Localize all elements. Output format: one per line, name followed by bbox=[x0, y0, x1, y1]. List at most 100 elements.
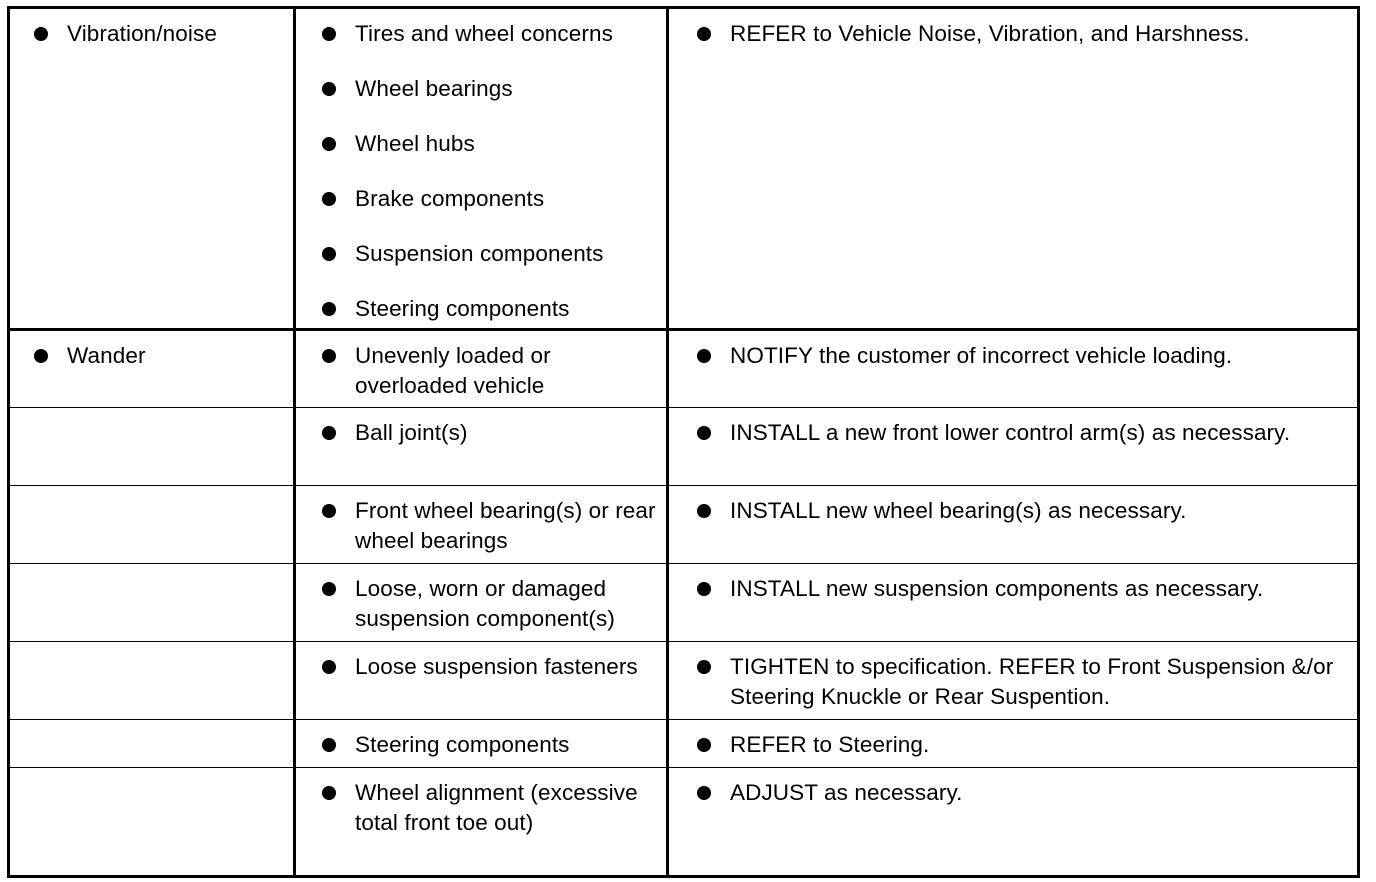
cause-text: Ball joint(s) bbox=[355, 420, 468, 445]
action-cell: TIGHTEN to specification. REFER to Front… bbox=[666, 641, 1360, 720]
condition-cell: Wander bbox=[7, 328, 296, 408]
bullet-icon bbox=[697, 349, 711, 363]
action-item: INSTALL new wheel bearing(s) as necessar… bbox=[697, 496, 1351, 526]
action-item: REFER to Steering. bbox=[697, 730, 1351, 760]
cause-cell: Loose, worn or damaged suspension compon… bbox=[293, 563, 669, 642]
bullet-icon bbox=[322, 192, 336, 206]
condition-cell: Vibration/noise bbox=[7, 6, 296, 330]
action-text: INSTALL new suspension components as nec… bbox=[730, 576, 1264, 601]
condition-text: Wander bbox=[67, 343, 146, 368]
cause-text: Wheel hubs bbox=[355, 131, 475, 156]
action-text: NOTIFY the customer of incorrect vehicle… bbox=[730, 343, 1233, 368]
bullet-icon bbox=[34, 27, 48, 41]
cause-cell: Front wheel bearing(s) or rear wheel bea… bbox=[293, 485, 669, 564]
bullet-icon bbox=[697, 786, 711, 800]
action-cell: INSTALL new wheel bearing(s) as necessar… bbox=[666, 485, 1360, 564]
condition-cell bbox=[7, 641, 296, 720]
bullet-icon bbox=[322, 426, 336, 440]
action-text: REFER to Vehicle Noise, Vibration, and H… bbox=[730, 21, 1250, 46]
cause-item: Wheel hubs bbox=[322, 129, 660, 159]
bullet-icon bbox=[322, 82, 336, 96]
action-text: TIGHTEN to specification. REFER to Front… bbox=[730, 654, 1334, 709]
cause-item: Steering components bbox=[322, 730, 660, 760]
table-row: Loose suspension fasteners TIGHTEN to sp… bbox=[7, 641, 1360, 720]
bullet-icon bbox=[34, 349, 48, 363]
cause-text: Wheel alignment (excessive total front t… bbox=[355, 780, 638, 835]
cause-cell: Ball joint(s) bbox=[293, 407, 669, 486]
bullet-icon bbox=[322, 302, 336, 316]
action-item: NOTIFY the customer of incorrect vehicle… bbox=[697, 341, 1351, 371]
action-cell: INSTALL a new front lower control arm(s)… bbox=[666, 407, 1360, 486]
action-item: TIGHTEN to specification. REFER to Front… bbox=[697, 652, 1351, 712]
bullet-icon bbox=[322, 582, 336, 596]
bullet-icon bbox=[322, 27, 336, 41]
bullet-icon bbox=[697, 660, 711, 674]
cause-cell: Unevenly loaded or overloaded vehicle bbox=[293, 328, 669, 408]
action-cell: REFER to Steering. bbox=[666, 719, 1360, 768]
bullet-icon bbox=[322, 247, 336, 261]
action-cell: ADJUST as necessary. bbox=[666, 767, 1360, 877]
cause-text: Steering components bbox=[355, 732, 570, 757]
condition-cell bbox=[7, 719, 296, 768]
cause-text: Loose suspension fasteners bbox=[355, 654, 638, 679]
action-cell: NOTIFY the customer of incorrect vehicle… bbox=[666, 328, 1360, 408]
bullet-icon bbox=[697, 426, 711, 440]
condition-cell bbox=[7, 485, 296, 564]
table-row: Vibration/noise Tires and wheel concerns… bbox=[7, 6, 1360, 330]
action-item: INSTALL a new front lower control arm(s)… bbox=[697, 418, 1351, 448]
bullet-icon bbox=[322, 504, 336, 518]
cause-item: Steering components bbox=[322, 294, 660, 324]
cause-text: Front wheel bearing(s) or rear wheel bea… bbox=[355, 498, 656, 553]
bullet-icon bbox=[322, 349, 336, 363]
condition-cell bbox=[7, 563, 296, 642]
cause-item: Front wheel bearing(s) or rear wheel bea… bbox=[322, 496, 660, 556]
bullet-icon bbox=[322, 738, 336, 752]
condition-cell bbox=[7, 767, 296, 877]
bullet-icon bbox=[322, 786, 336, 800]
table-row: Wheel alignment (excessive total front t… bbox=[7, 767, 1360, 877]
diagnosis-table: Vibration/noise Tires and wheel concerns… bbox=[7, 6, 1360, 878]
diagnosis-table-body: Vibration/noise Tires and wheel concerns… bbox=[7, 6, 1360, 877]
bullet-icon bbox=[697, 504, 711, 518]
action-text: ADJUST as necessary. bbox=[730, 780, 963, 805]
table-row: Ball joint(s) INSTALL a new front lower … bbox=[7, 407, 1360, 486]
table-row: Loose, worn or damaged suspension compon… bbox=[7, 563, 1360, 642]
action-cell: INSTALL new suspension components as nec… bbox=[666, 563, 1360, 642]
cause-item: Wheel bearings bbox=[322, 74, 660, 104]
cause-text: Tires and wheel concerns bbox=[355, 21, 613, 46]
bullet-icon bbox=[697, 738, 711, 752]
action-cell: REFER to Vehicle Noise, Vibration, and H… bbox=[666, 6, 1360, 330]
cause-item: Loose, worn or damaged suspension compon… bbox=[322, 574, 660, 634]
bullet-icon bbox=[697, 27, 711, 41]
bullet-icon bbox=[697, 582, 711, 596]
condition-item: Wander bbox=[34, 341, 293, 371]
cause-item: Tires and wheel concerns bbox=[322, 19, 660, 49]
bullet-icon bbox=[322, 137, 336, 151]
cause-text: Loose, worn or damaged suspension compon… bbox=[355, 576, 615, 631]
cause-item: Brake components bbox=[322, 184, 660, 214]
cause-text: Suspension components bbox=[355, 241, 604, 266]
bullet-icon bbox=[322, 660, 336, 674]
action-item: ADJUST as necessary. bbox=[697, 778, 1351, 808]
table-row: Steering components REFER to Steering. bbox=[7, 719, 1360, 768]
table-row: Front wheel bearing(s) or rear wheel bea… bbox=[7, 485, 1360, 564]
cause-cell: Tires and wheel concerns Wheel bearings … bbox=[293, 6, 669, 330]
cause-text: Unevenly loaded or overloaded vehicle bbox=[355, 343, 551, 398]
condition-cell bbox=[7, 407, 296, 486]
cause-item: Wheel alignment (excessive total front t… bbox=[322, 778, 660, 838]
cause-cell: Wheel alignment (excessive total front t… bbox=[293, 767, 669, 877]
cause-text: Wheel bearings bbox=[355, 76, 513, 101]
cause-cell: Steering components bbox=[293, 719, 669, 768]
action-item: REFER to Vehicle Noise, Vibration, and H… bbox=[697, 19, 1351, 49]
cause-text: Steering components bbox=[355, 296, 570, 321]
action-text: REFER to Steering. bbox=[730, 732, 930, 757]
cause-item: Ball joint(s) bbox=[322, 418, 660, 448]
action-text: INSTALL new wheel bearing(s) as necessar… bbox=[730, 498, 1187, 523]
action-item: INSTALL new suspension components as nec… bbox=[697, 574, 1351, 604]
cause-cell: Loose suspension fasteners bbox=[293, 641, 669, 720]
action-text: INSTALL a new front lower control arm(s)… bbox=[730, 420, 1291, 445]
cause-text: Brake components bbox=[355, 186, 545, 211]
condition-text: Vibration/noise bbox=[67, 21, 217, 46]
condition-item: Vibration/noise bbox=[34, 19, 293, 49]
cause-item: Loose suspension fasteners bbox=[322, 652, 660, 682]
